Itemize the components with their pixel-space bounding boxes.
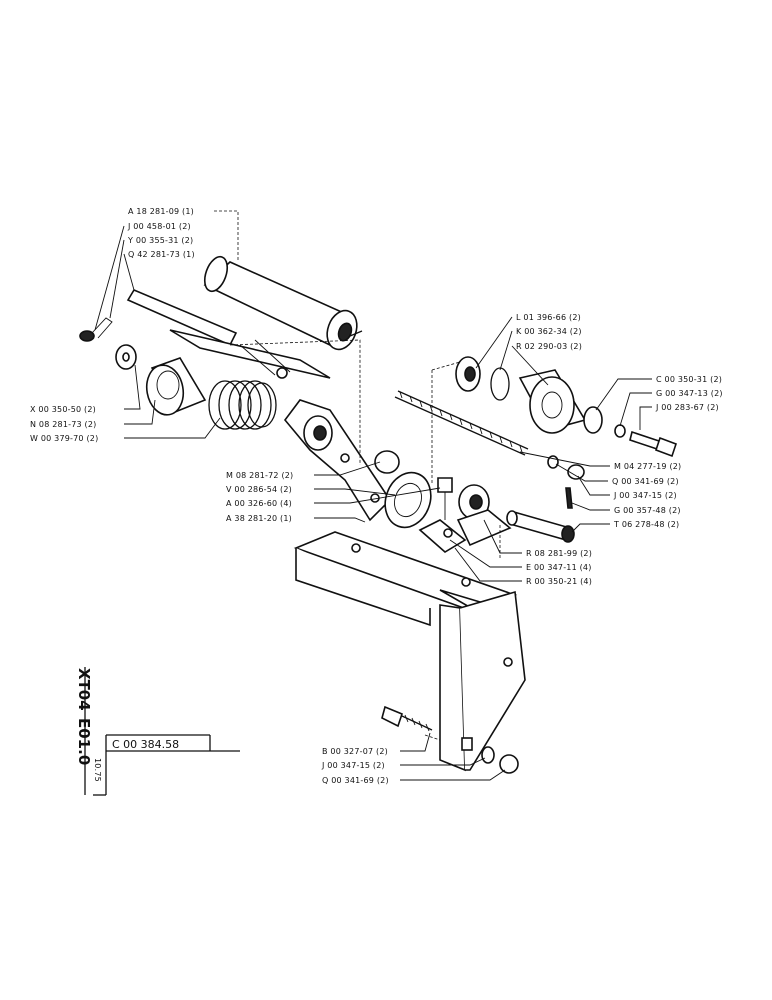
- mount-bracket: [418, 519, 467, 553]
- bottom-washer: [481, 746, 495, 764]
- split-pin: [565, 487, 573, 509]
- dash-line-5: [424, 734, 441, 741]
- bushing-sleeve: [145, 357, 207, 416]
- part-label: J 00 347-15 (2): [321, 761, 385, 770]
- axle-pin: [506, 510, 575, 543]
- part-label: X 00 350-50 (2): [30, 405, 96, 414]
- part-label: Q 42 281-73 (1): [128, 250, 195, 259]
- bottom-nut: [499, 754, 519, 774]
- part-label: E 00 347-11 (4): [526, 563, 592, 572]
- dash-line-1: [229, 339, 361, 465]
- pivot-arm: [283, 399, 392, 522]
- part-label: K 00 362-34 (2): [516, 327, 582, 336]
- circlip: [490, 367, 510, 401]
- part-label: J 00 347-15 (2): [613, 491, 677, 500]
- threaded-rod: [394, 390, 529, 456]
- part-label: Q 00 341-69 (2): [322, 776, 389, 785]
- part-label: V 00 286-54 (2): [226, 485, 292, 494]
- labels-right-washer: C 00 350-31 (2) G 00 347-13 (2) J 00 283…: [655, 375, 723, 412]
- part-label: A 38 281-20 (1): [226, 514, 292, 523]
- labels-right-low: R 08 281-99 (2) E 00 347-11 (4) R 00 350…: [526, 549, 592, 586]
- labels-left-mid: X 00 350-50 (2) N 08 281-73 (2) W 00 379…: [30, 405, 98, 443]
- drawing-date: 10.75: [93, 758, 102, 782]
- part-label: G 00 357-48 (2): [614, 506, 681, 515]
- part-label: A 18 281-09 (1): [128, 207, 194, 216]
- part-label: Y 00 355-31 (2): [127, 236, 193, 245]
- leader-lines: [94, 210, 652, 781]
- part-label: R 00 350-21 (4): [526, 577, 592, 586]
- shaft-rod: [126, 288, 238, 347]
- labels-bottom: B 00 327-07 (2) J 00 347-15 (2) Q 00 341…: [321, 747, 389, 785]
- part-label: M 08 281-72 (2): [226, 471, 293, 480]
- small-bush: [374, 450, 400, 474]
- drawing-number: C 00 384.58: [112, 738, 179, 751]
- nut-hex: [567, 464, 585, 480]
- bottom-bolt: [381, 705, 433, 732]
- title-block: XT04 E01.0 C 00 384.58 10.75: [75, 667, 240, 796]
- washer-left-hole: [122, 352, 130, 362]
- part-label: M 04 277-19 (2): [614, 462, 681, 471]
- washer-right: [583, 406, 603, 434]
- labels-right-mid: M 04 277-19 (2) Q 00 341-69 (2) J 00 347…: [612, 462, 681, 529]
- part-label: Q 00 341-69 (2): [612, 477, 679, 486]
- part-label: R 08 281-99 (2): [526, 549, 592, 558]
- part-label: T 06 278-48 (2): [613, 520, 679, 529]
- bearing-ring: [455, 356, 481, 392]
- part-label: B 00 327-07 (2): [322, 747, 388, 756]
- labels-left-top: A 18 281-09 (1) J 00 458-01 (2) Y 00 355…: [127, 207, 195, 259]
- code-sub: E01.0: [75, 718, 93, 765]
- coil-spring: [208, 380, 277, 430]
- right-roller: [518, 369, 587, 434]
- right-hub: [456, 484, 512, 547]
- labels-center: M 08 281-72 (2) V 00 286-54 (2) A 00 326…: [226, 471, 293, 523]
- pin-clip: [79, 317, 113, 342]
- part-label: C 00 350-31 (2): [656, 375, 722, 384]
- part-label: W 00 379-70 (2): [30, 434, 98, 443]
- small-washer: [614, 424, 626, 438]
- part-label: G 00 347-13 (2): [656, 389, 723, 398]
- labels-right-top: L 01 396-66 (2) K 00 362-34 (2) R 02 290…: [516, 313, 582, 351]
- part-label: L 01 396-66 (2): [516, 313, 581, 322]
- frame-base: [293, 531, 526, 772]
- part-label: N 08 281-73 (2): [30, 420, 96, 429]
- center-bearing: [384, 471, 432, 529]
- part-label: R 02 290-03 (2): [516, 342, 582, 351]
- plate-bracket: [169, 329, 331, 379]
- part-label: J 00 458-01 (2): [127, 222, 191, 231]
- bolt-right: [629, 430, 678, 458]
- cylinder-roller: [203, 255, 363, 351]
- part-label: J 00 283-67 (2): [655, 403, 719, 412]
- hex-screw: [437, 477, 453, 520]
- part-label: A 00 326-60 (4): [226, 499, 292, 508]
- code-main: XT04: [75, 668, 93, 711]
